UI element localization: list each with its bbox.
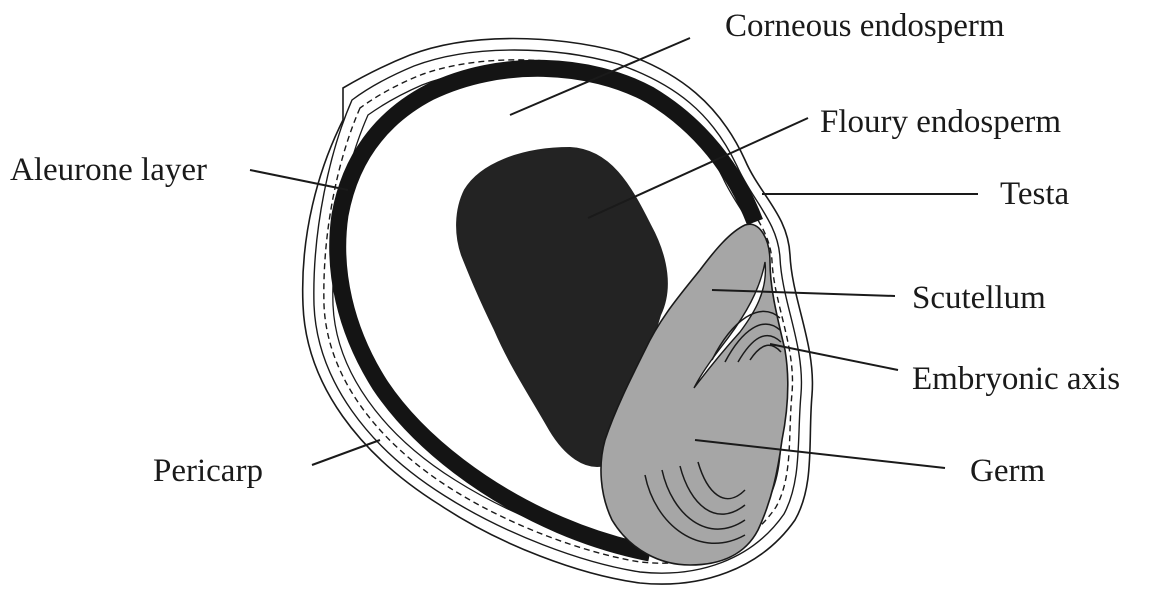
- label-corneous-endosperm: Corneous endosperm: [725, 8, 1005, 44]
- label-germ: Germ: [970, 453, 1045, 489]
- label-embryonic-axis: Embryonic axis: [912, 361, 1120, 397]
- label-testa: Testa: [1000, 176, 1070, 212]
- label-floury-endosperm: Floury endosperm: [820, 104, 1061, 140]
- label-scutellum: Scutellum: [912, 280, 1046, 316]
- label-aleurone-layer: Aleurone layer: [10, 152, 207, 188]
- leader-pericarp: [312, 440, 380, 465]
- label-pericarp: Pericarp: [153, 453, 263, 489]
